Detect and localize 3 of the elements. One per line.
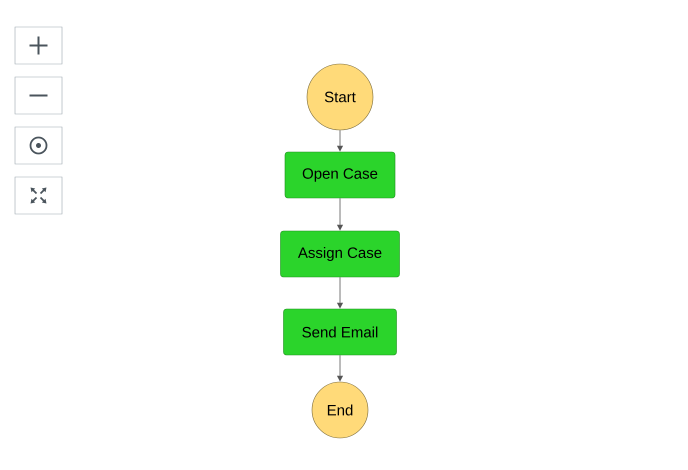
state-box: Send Email [283,308,397,356]
state-box: Assign Case [280,230,400,278]
state-box: Open Case [284,152,396,198]
